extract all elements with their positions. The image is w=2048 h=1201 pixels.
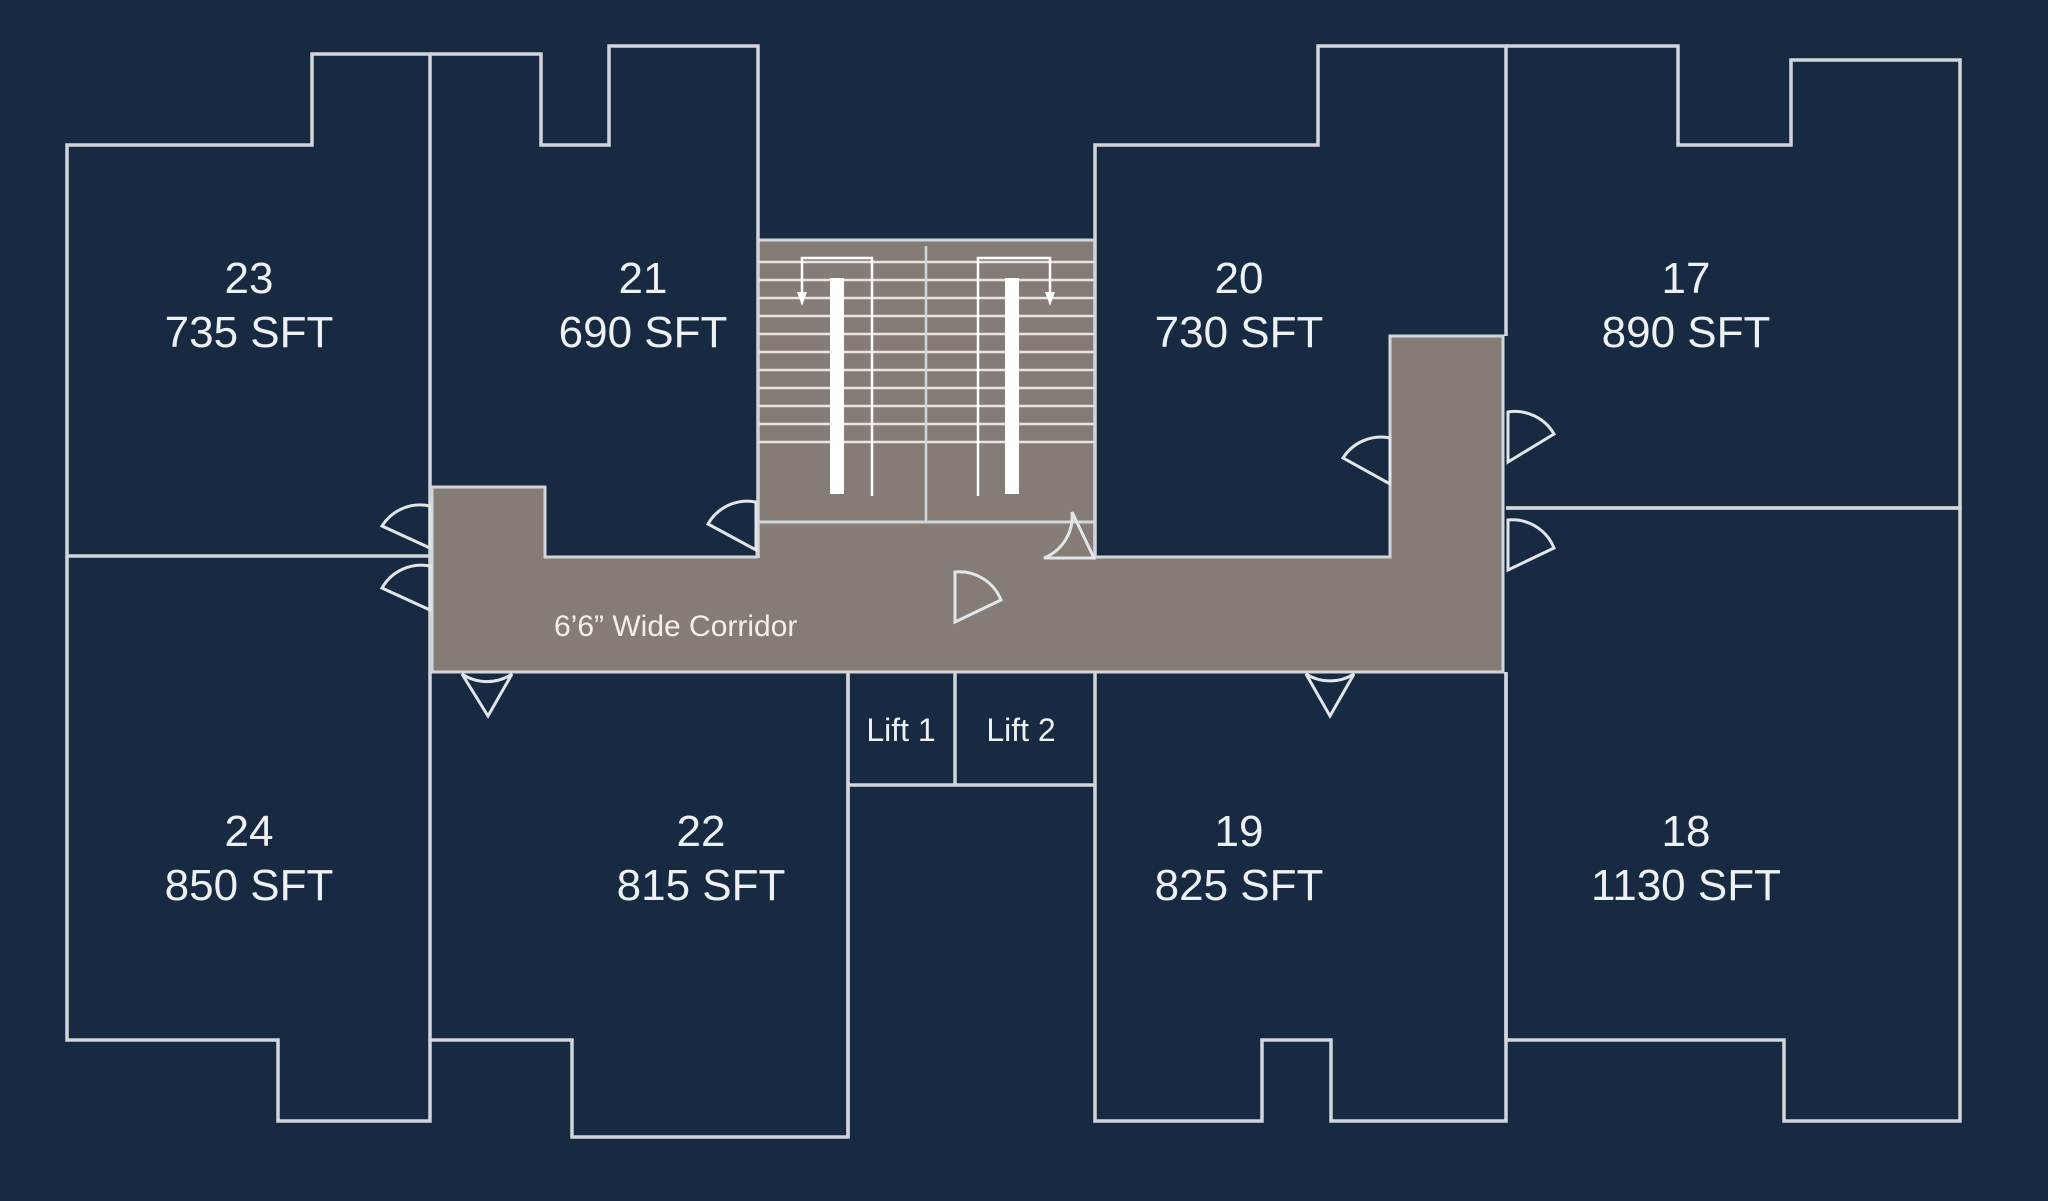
unit-21-label: 21 690 SFT — [559, 254, 728, 357]
unit-17-label: 17 890 SFT — [1602, 254, 1771, 357]
unit-19-outline — [1093, 672, 1508, 1123]
unit-21-outline — [430, 44, 760, 558]
door-icon — [460, 672, 514, 719]
unit-area: 690 SFT — [559, 308, 728, 357]
stair-arrow-right-icon — [976, 256, 1055, 496]
door-icon — [1043, 511, 1097, 560]
stair-core — [756, 238, 1097, 560]
unit-24-label: 24 850 SFT — [165, 807, 334, 910]
door-icon — [953, 570, 1003, 625]
unit-number: 22 — [677, 807, 726, 856]
stair-rail-left — [830, 278, 844, 494]
unit-number: 21 — [619, 254, 668, 303]
doors — [379, 409, 1557, 720]
unit-outlines — [65, 44, 1962, 1139]
unit-area: 850 SFT — [165, 861, 334, 910]
stair-arrow-left-icon — [797, 256, 874, 496]
lift-1-label: Lift 1 — [866, 712, 935, 748]
door-icon — [705, 499, 758, 553]
unit-22-label: 22 815 SFT — [617, 807, 786, 910]
lift-shaft-outline — [846, 672, 1095, 1137]
door-icon — [1506, 409, 1557, 465]
unit-area: 1130 SFT — [1591, 861, 1781, 910]
unit-area: 825 SFT — [1155, 861, 1324, 910]
lift-2-label: Lift 2 — [986, 712, 1055, 748]
unit-number: 17 — [1662, 254, 1711, 303]
unit-17-outline — [1506, 44, 1962, 510]
unit-23-outline — [65, 52, 432, 558]
unit-18-outline — [1504, 506, 1962, 1123]
door-icon — [1340, 435, 1392, 487]
door-icon — [379, 503, 432, 551]
unit-18-label: 18 1130 SFT — [1591, 807, 1781, 910]
unit-24-outline — [65, 556, 432, 1123]
corridor-label: 6’6” Wide Corridor — [554, 610, 797, 643]
unit-number: 24 — [225, 807, 274, 856]
door-icon — [1506, 518, 1556, 573]
unit-area: 735 SFT — [165, 308, 334, 357]
unit-20-label: 20 730 SFT — [1155, 254, 1324, 357]
unit-area: 730 SFT — [1155, 308, 1324, 357]
unit-number: 18 — [1662, 807, 1711, 856]
unit-area: 815 SFT — [617, 861, 786, 910]
unit-number: 19 — [1215, 807, 1264, 856]
unit-area: 890 SFT — [1602, 308, 1771, 357]
unit-number: 23 — [225, 254, 274, 303]
unit-20-outline — [1093, 44, 1508, 558]
unit-19-label: 19 825 SFT — [1155, 807, 1324, 910]
unit-number: 20 — [1215, 254, 1264, 303]
door-icon — [379, 563, 432, 613]
stair-rail-right — [1005, 278, 1019, 494]
unit-23-label: 23 735 SFT — [165, 254, 334, 357]
door-icon — [1304, 672, 1356, 720]
